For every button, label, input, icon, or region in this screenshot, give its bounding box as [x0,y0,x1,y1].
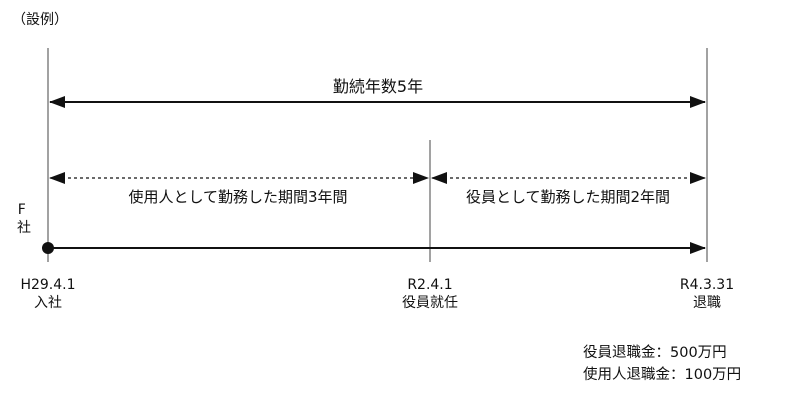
event-label-officer: 役員就任 [402,295,458,311]
event-date-retire: R4.3.31 [680,277,734,293]
event-label-join: 入社 [34,295,62,311]
event-label-retire: 退職 [693,295,721,311]
employee-period-label: 使用人として勤務した期間3年間 [128,188,347,206]
total-service-label: 勤続年数5年 [333,77,423,96]
officer-period-label: 役員として勤務した期間2年間 [466,188,670,206]
event-date-join: H29.4.1 [20,277,75,293]
officer-retirement-note: 役員退職金：500万円 [583,345,727,361]
company-label: F 社 [17,202,31,236]
event-date-officer: R2.4.1 [407,277,452,293]
company-label-char: 社 [17,220,31,236]
employee-retirement-note: 使用人退職金：100万円 [583,367,742,383]
company-label-char: F [18,202,26,218]
timeline-start-dot [42,242,54,254]
example-caption: （設例） [12,12,68,28]
